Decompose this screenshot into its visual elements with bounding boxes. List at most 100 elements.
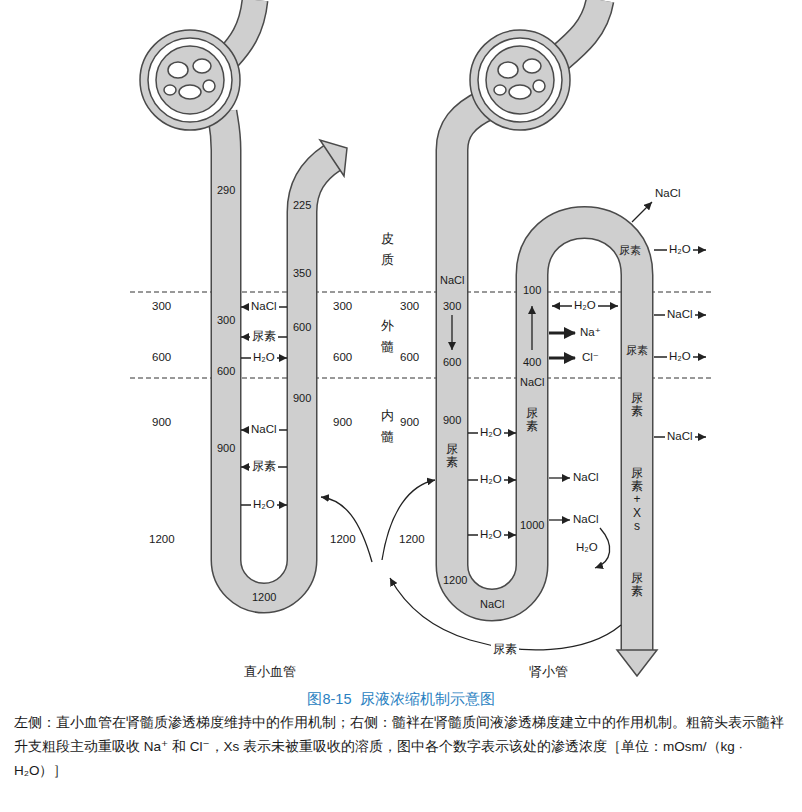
tube-value: 600 <box>216 365 236 378</box>
arrow-label: 1200 <box>328 533 358 546</box>
tube-value: 1000 <box>519 519 545 532</box>
tube-value: 尿素 <box>625 344 649 357</box>
renal-tubule <box>452 104 637 652</box>
arrow-label: 900 <box>331 416 354 429</box>
active-transport-arrow <box>549 357 575 360</box>
arrow-label: NaCl <box>249 300 279 313</box>
glomerulus <box>140 30 240 130</box>
figure-title: 图8-15 尿液浓缩机制示意图 <box>0 690 802 709</box>
tube-value: 600 <box>292 321 312 334</box>
arrow-label: H₂O <box>251 351 277 364</box>
active-transport-arrow <box>549 332 575 335</box>
flow-arrowhead <box>320 140 347 176</box>
glomerulus <box>193 59 211 73</box>
flow-arrowhead <box>617 650 657 676</box>
arrow-label: NaCl <box>571 513 601 526</box>
glomerulus <box>478 38 562 122</box>
structure-name: 肾小管 <box>527 665 570 680</box>
arrow-label: H₂O <box>478 528 504 541</box>
arrow-label: H₂O <box>251 498 277 511</box>
arrow-label: NaCl <box>665 430 695 443</box>
arrow-label: 1200 <box>147 533 177 546</box>
arrow-label: NaCl <box>571 471 601 484</box>
tube-value: 300 <box>442 300 462 313</box>
structure-name: 直小血管 <box>242 665 298 680</box>
glomerulus <box>523 59 541 73</box>
glomerulus <box>140 30 570 130</box>
renal-tubule <box>452 0 637 652</box>
tube-value: 900 <box>292 392 312 405</box>
arrow-label: 600 <box>331 351 354 364</box>
arrow-label: 尿素 <box>250 460 278 473</box>
figure-caption: 左侧：直小血管在肾髓质渗透梯度维持中的作用机制；右侧：髓袢在肾髓质间液渗透梯度建… <box>14 711 790 783</box>
transport-arrow <box>321 497 372 562</box>
arrow-label: H₂O <box>667 243 693 256</box>
tube-value: NaCl <box>479 598 505 611</box>
arrow-label: 1200 <box>397 533 427 546</box>
arrow-label: 300 <box>398 300 421 313</box>
arrow-label: H₂O <box>572 299 598 312</box>
glomerulus <box>203 80 215 92</box>
arrow-label: 尿素 <box>250 330 278 343</box>
active-transport-arrow <box>549 333 575 358</box>
tube-label: 尿素 <box>446 443 458 469</box>
tube-value: 350 <box>292 267 312 280</box>
glomerulus <box>498 62 518 78</box>
glomerulus <box>533 80 545 92</box>
tube-label: 尿素 <box>526 407 538 433</box>
tube-value: 1200 <box>251 591 277 604</box>
glomerulus <box>148 38 232 122</box>
tube-label: 尿素 <box>631 392 643 418</box>
tube-value: 100 <box>522 284 542 297</box>
arrow-label: 300 <box>331 300 354 313</box>
zone-label: 皮质 <box>381 229 394 271</box>
vasa-recta <box>228 0 255 58</box>
tube-value: 290 <box>216 184 236 197</box>
tube-label: 尿素 <box>631 572 643 598</box>
arrow-label: 300 <box>150 300 173 313</box>
tube-value: 225 <box>292 199 312 212</box>
transport-arrow <box>382 480 435 560</box>
transport-arrow <box>531 306 532 350</box>
glomerulus <box>509 85 531 99</box>
transport-arrow <box>241 202 706 650</box>
zone-label: 内髓 <box>381 406 394 448</box>
arrow-label: H₂O <box>667 350 693 363</box>
glomerulus <box>470 30 570 130</box>
tube-value: 300 <box>216 314 236 327</box>
arrow-label: 900 <box>398 416 421 429</box>
transport-arrow <box>451 315 452 350</box>
arrow-label: 尿素 <box>491 643 519 656</box>
tube-value: 400 <box>522 356 542 369</box>
glomerulus <box>179 85 201 99</box>
glomerulus <box>164 85 176 95</box>
arrow-label: NaCl <box>653 187 683 200</box>
tube-label: 尿素+Xs <box>631 467 643 533</box>
transport-arrow <box>390 578 621 650</box>
zone-label: 外髓 <box>381 316 394 358</box>
arrow-label: NaCl <box>249 423 279 436</box>
tube-value: 1200 <box>442 574 468 587</box>
transport-arrow <box>549 477 570 478</box>
vasa-recta <box>222 112 332 598</box>
transport-arrow <box>632 202 652 222</box>
arrow-label: 600 <box>150 351 173 364</box>
arrow-label: NaCl <box>665 308 695 321</box>
tube-value: 900 <box>442 414 462 427</box>
arrow-label: 600 <box>398 351 421 364</box>
arrow-label: H₂O <box>574 541 600 554</box>
arrow-label: 900 <box>150 416 173 429</box>
tube-value: NaCl <box>519 376 545 389</box>
tube-value: 900 <box>216 442 236 455</box>
transport-arrow <box>549 519 570 520</box>
tube-value: NaCl <box>439 274 465 287</box>
glomerulus <box>486 46 554 114</box>
vasa-recta <box>222 112 332 598</box>
arrow-label: H₂O <box>478 426 504 439</box>
arrow-label: Cl⁻ <box>580 351 601 364</box>
renal-tubule <box>452 104 637 652</box>
arrow-label: H₂O <box>478 473 504 486</box>
arrow-label: Na⁺ <box>578 326 603 339</box>
